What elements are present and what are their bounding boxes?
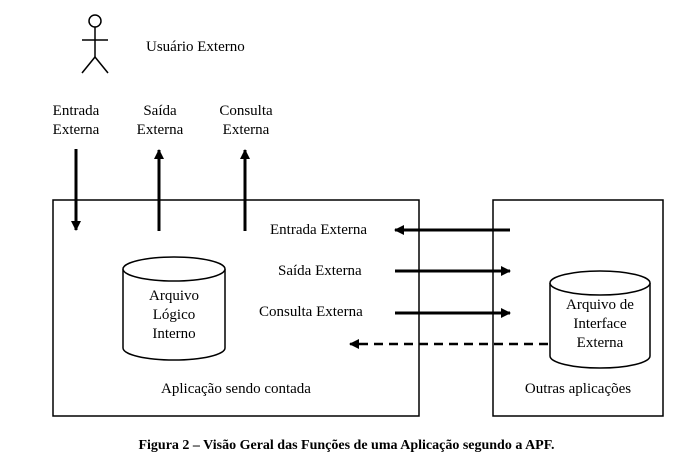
actor-label: Usuário Externo xyxy=(146,39,245,55)
application-box-label: Aplicação sendo contada xyxy=(161,381,311,397)
flow-entrada-label: Entrada Externa xyxy=(270,222,368,238)
internal-file-line-3: Interno xyxy=(152,326,196,342)
top-entrada-label: Entrada Externa xyxy=(44,102,108,140)
internal-file-line-1: Arquivo xyxy=(149,288,199,304)
internal-file-line-2: Lógico xyxy=(152,307,196,323)
external-file-line-1: Arquivo de xyxy=(566,297,634,313)
top-consulta-line-1: Consulta xyxy=(219,103,273,119)
top-entrada-line-1: Entrada xyxy=(52,103,100,119)
other-box-label: Outras aplicações xyxy=(524,381,632,397)
flow-consulta-label: Consulta Externa xyxy=(259,304,363,320)
top-consulta-line-2: Externa xyxy=(222,122,270,138)
top-saida-label: Saída Externa xyxy=(128,102,192,140)
top-entrada-line-2: Externa xyxy=(52,122,100,138)
other-applications-box xyxy=(492,199,664,417)
top-saida-line-2: Externa xyxy=(136,122,184,138)
top-consulta-label: Consulta Externa xyxy=(208,102,284,140)
internal-file-cylinder xyxy=(122,256,226,361)
top-saida-line-1: Saída xyxy=(143,103,177,119)
actor-icon xyxy=(81,14,109,74)
external-file-line-3: Externa xyxy=(576,335,624,351)
external-file-cylinder xyxy=(549,270,651,369)
flow-saida-label: Saída Externa xyxy=(278,263,362,279)
application-box xyxy=(52,199,420,417)
external-file-label: Arquivo de Interface Externa xyxy=(548,296,652,353)
internal-file-label: Arquivo Lógico Interno xyxy=(123,287,225,344)
external-file-line-2: Interface xyxy=(573,316,627,332)
figure-caption: Figura 2 – Visão Geral das Funções de um… xyxy=(138,438,555,453)
